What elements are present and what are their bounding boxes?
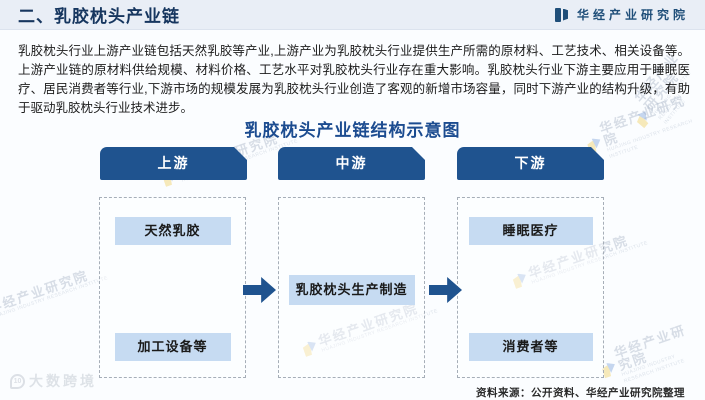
arrow-upstream-to-midstream-icon [243, 277, 276, 303]
node-consumers: 消费者等 [468, 333, 593, 361]
column-header-midstream: 中游 [278, 147, 425, 180]
node-latex-pillow-manufacturing: 乳胶枕头生产制造 [288, 275, 415, 305]
column-header-upstream: 上游 [100, 147, 247, 180]
node-natural-latex: 天然乳胶 [114, 217, 231, 245]
node-processing-equipment: 加工设备等 [114, 333, 231, 361]
source-note: 资料来源：公开资料、华经产业研究院整理 [476, 387, 685, 399]
corner-watermark: 10 大数跨境 [10, 371, 97, 391]
brand-logo: 华经产业研究院 [554, 6, 689, 23]
midstream-group-box: 乳胶枕头生产制造 [278, 197, 425, 378]
downstream-group-box: 睡眠医疗 消费者等 [457, 197, 604, 378]
node-sleep-medical: 睡眠医疗 [468, 217, 593, 245]
header-band [0, 0, 705, 30]
page-title: 二、乳胶枕头产业链 [18, 7, 180, 26]
brand-logo-icon [554, 7, 570, 23]
intro-paragraph: 乳胶枕头行业上游产业链包括天然乳胶等产业,上游产业为乳胶枕头行业提供生产所需的原… [18, 44, 690, 115]
upstream-group-box: 天然乳胶 加工设备等 [99, 197, 246, 378]
diagram-title: 乳胶枕头产业链结构示意图 [244, 121, 461, 140]
column-header-downstream: 下游 [457, 147, 604, 180]
brand-name: 华经产业研究院 [576, 8, 689, 22]
corner-watermark-icon: 10 [10, 373, 25, 389]
